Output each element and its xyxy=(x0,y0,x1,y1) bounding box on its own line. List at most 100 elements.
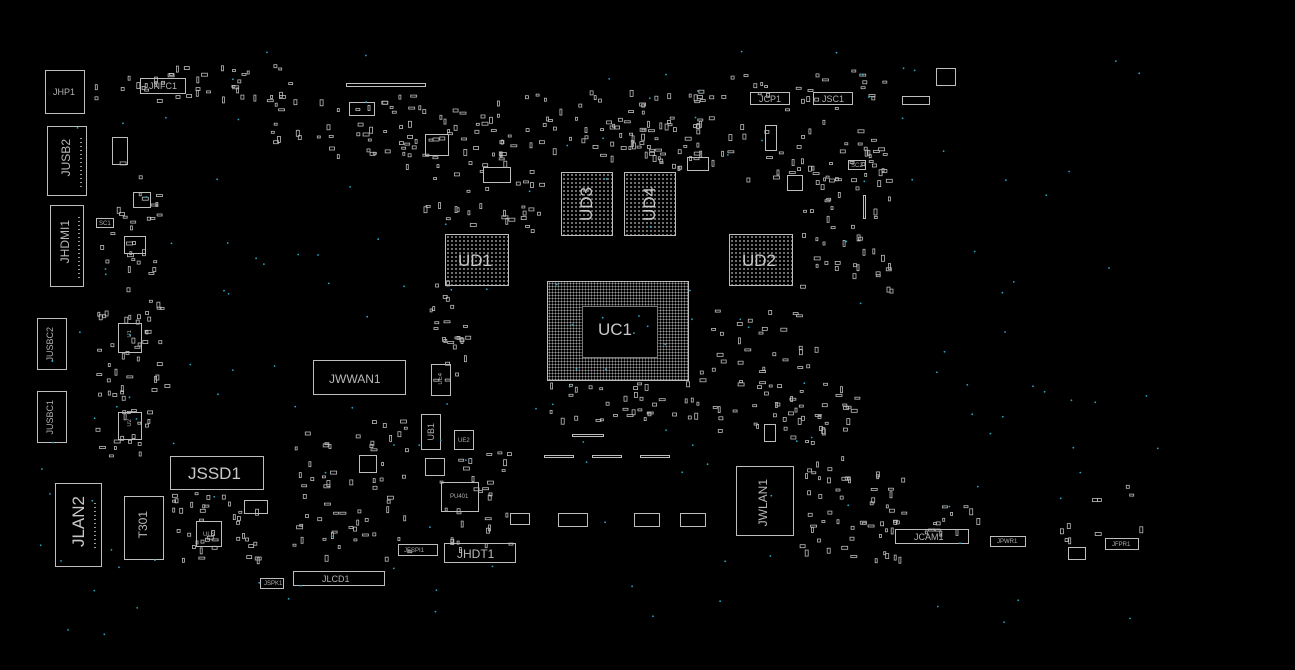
via-125 xyxy=(165,116,167,119)
connector-jsc1[interactable]: JSC1 xyxy=(813,92,853,105)
passive-component-6-21 xyxy=(759,381,766,385)
passive-component-8-5 xyxy=(850,555,858,558)
passive-component-4-49 xyxy=(753,83,758,89)
memory-chip-ud4[interactable]: UD4 xyxy=(624,172,676,236)
passive-component-8-16 xyxy=(807,512,813,517)
connector-jhdt1[interactable]: JHDT1 xyxy=(444,543,516,563)
via-127 xyxy=(913,69,916,72)
passive-component-18-20 xyxy=(600,153,607,157)
connector-jcp1[interactable]: JCP1 xyxy=(750,92,790,105)
connector-jusb2[interactable]: JUSB2 xyxy=(47,126,87,196)
transformer-t301[interactable]: T301 xyxy=(124,496,164,560)
connector-jhdmi1[interactable]: JHDMI1 xyxy=(50,205,84,287)
via-85 xyxy=(847,504,850,507)
memory-chip-ud2[interactable]: UD2 xyxy=(729,234,793,286)
connector-jcam1[interactable]: JCAM1 xyxy=(895,529,969,544)
memory-chip-ud3[interactable]: UD3 xyxy=(561,172,613,236)
connector-jespi1[interactable]: JESPI1 xyxy=(398,544,438,556)
connector-jlcd1[interactable]: JLCD1 xyxy=(293,571,385,586)
chip-ue2[interactable]: UE2 xyxy=(454,430,474,450)
passive-component-2-25 xyxy=(496,113,500,118)
connector-jnfc1[interactable]: JNFC1 xyxy=(140,78,186,94)
passive-component-17-23 xyxy=(456,540,460,545)
passive-component-12-6 xyxy=(328,444,332,449)
connector-jpwr1[interactable]: JPWR1 xyxy=(990,536,1026,547)
passive-component-10-12 xyxy=(479,203,483,210)
passive-component-5-11 xyxy=(835,177,839,182)
passive-component-12-55 xyxy=(381,462,385,466)
passive-component-17-0 xyxy=(506,452,512,457)
passive-component-14-52 xyxy=(120,385,124,393)
component-sc2[interactable]: SC2 xyxy=(848,160,866,170)
passive-component-14-59 xyxy=(120,390,124,395)
passive-component-5-1 xyxy=(834,260,841,265)
connector-jwwan1[interactable]: JWWAN1 xyxy=(313,360,406,395)
part-top-4 xyxy=(425,134,449,156)
passive-component-2-5 xyxy=(410,94,418,98)
via-2 xyxy=(491,565,494,568)
passive-component-7-0 xyxy=(823,382,828,386)
via-146 xyxy=(845,240,848,243)
connector-jlan2[interactable]: JLAN2 xyxy=(55,483,102,567)
passive-component-4-41 xyxy=(727,150,735,154)
connector-jspk1[interactable]: JSPK1 xyxy=(260,578,284,589)
connector-jusbc2[interactable]: JUSBC2 xyxy=(37,318,67,370)
passive-component-13-8 xyxy=(256,557,260,565)
passive-component-18-14 xyxy=(636,145,642,149)
passive-component-0-25 xyxy=(288,82,294,85)
passive-component-12-11 xyxy=(364,518,369,522)
chip-ul6[interactable]: UL6 xyxy=(196,521,222,547)
connector-jhp1[interactable]: JHP1 xyxy=(45,70,85,114)
passive-component-14-23 xyxy=(98,392,102,397)
cpu-uc1[interactable]: UC1 xyxy=(547,281,689,381)
passive-component-3-24 xyxy=(629,90,634,97)
passive-component-19-3 xyxy=(1060,528,1064,535)
passive-component-0-12 xyxy=(161,80,165,85)
via-28 xyxy=(170,242,173,245)
passive-component-3-22 xyxy=(648,129,655,133)
passive-component-13-32 xyxy=(211,538,219,542)
chip-ub1[interactable]: UB1 xyxy=(421,414,441,450)
passive-component-8-28 xyxy=(850,525,855,530)
connector-jusbc1[interactable]: JUSBC1 xyxy=(37,391,67,443)
via-114 xyxy=(446,403,448,405)
passive-component-4-42 xyxy=(860,86,866,90)
passive-component-1-28 xyxy=(367,138,372,142)
passive-component-0-11 xyxy=(127,75,131,81)
via-47 xyxy=(633,332,635,334)
part-top-1 xyxy=(349,102,375,116)
via-131 xyxy=(971,413,974,416)
component-sc1[interactable]: SC1 xyxy=(96,218,114,228)
passive-component-0-36 xyxy=(183,66,190,70)
connector-jssd1[interactable]: JSSD1 xyxy=(170,456,264,490)
passive-component-17-28 xyxy=(456,511,462,515)
passive-component-6-8 xyxy=(798,404,804,408)
passive-component-5-6 xyxy=(815,180,820,186)
passive-component-11-2 xyxy=(465,335,472,340)
chip-u1[interactable]: U1 xyxy=(118,323,142,353)
via-123 xyxy=(263,263,265,265)
via-31 xyxy=(770,494,773,497)
memory-chip-ud1[interactable]: UD1 xyxy=(445,234,509,286)
passive-component-13-29 xyxy=(204,504,210,508)
passive-component-6-42 xyxy=(753,422,758,426)
via-35 xyxy=(349,186,351,188)
passive-component-5-0 xyxy=(851,224,855,229)
passive-component-17-11 xyxy=(456,508,461,513)
connector-jwlan1[interactable]: JWLAN1 xyxy=(736,466,794,536)
passive-component-6-35 xyxy=(761,326,768,331)
passive-component-18-23 xyxy=(693,124,697,128)
passive-component-10-28 xyxy=(522,210,527,216)
passive-component-7-9 xyxy=(827,467,833,472)
passive-component-3-17 xyxy=(584,135,589,140)
passive-component-2-24 xyxy=(414,138,418,144)
connector-jfpr1[interactable]: JFPR1 xyxy=(1105,538,1139,550)
passive-component-5-2 xyxy=(878,169,883,177)
via-59 xyxy=(719,600,721,603)
passive-component-12-34 xyxy=(324,554,329,562)
passive-component-14-47 xyxy=(144,329,152,334)
passive-component-3-14 xyxy=(649,151,655,156)
passive-component-11-4 xyxy=(463,355,467,363)
passive-component-3-8 xyxy=(581,138,586,144)
part-mid-2 xyxy=(359,455,377,473)
